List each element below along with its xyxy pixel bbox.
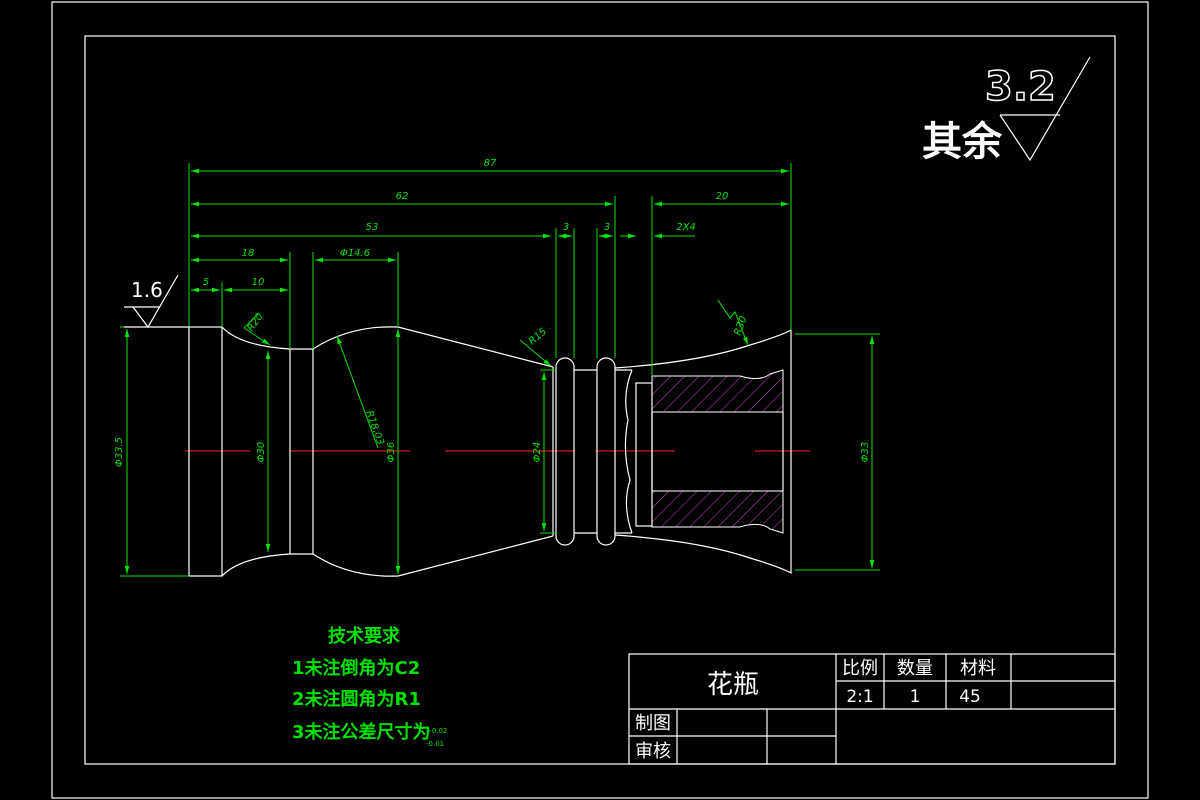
scale-value: 2:1 — [846, 687, 873, 707]
dim-overall: 87 — [484, 158, 497, 169]
radius-leaders: R20 R15 R30 R18.03 — [243, 299, 750, 449]
dim-18: 18 — [242, 248, 255, 259]
tech-item-1: 1未注倒角为C2 — [292, 657, 420, 679]
dim-r15: R15 — [527, 326, 549, 347]
finish-3-2: 3.2 — [985, 64, 1056, 110]
part-name: 花瓶 — [707, 670, 759, 700]
technical-requirements: 技术要求 1未注倒角为C2 2未注圆角为R1 3未注公差尺寸为 +0.02 -0… — [292, 625, 447, 748]
tol-lower: -0.01 — [426, 740, 444, 748]
dim-dia-33-5: Φ33.5 — [114, 437, 125, 467]
dim-dia-36: Φ36 — [386, 442, 397, 463]
dim-53: 53 — [366, 222, 379, 233]
dim-14-6: Φ14.6 — [340, 248, 370, 259]
dim-r18-03: R18.03 — [363, 409, 386, 446]
dim-10: 10 — [252, 277, 265, 288]
part-outline — [188, 326, 792, 577]
tech-item-2: 2未注圆角为R1 — [292, 688, 421, 710]
dim-chamfer: 2X4 — [676, 222, 696, 233]
scale-label: 比例 — [842, 658, 878, 679]
dim-5: 5 — [203, 277, 209, 288]
bore-section — [635, 369, 784, 534]
tech-title: 技术要求 — [328, 625, 401, 647]
dim-r30: R30 — [732, 315, 749, 337]
surface-finish-other: 3.2 其余 — [922, 56, 1091, 165]
material-label: 材料 — [960, 658, 996, 679]
qty-label: 数量 — [897, 658, 933, 679]
dim-20: 20 — [716, 191, 729, 202]
finish-other-label: 其余 — [922, 119, 1003, 165]
finish-1-6: 1.6 — [131, 278, 163, 302]
material-value: 45 — [959, 687, 981, 707]
dim-r20: R20 — [245, 311, 265, 333]
dim-dia-33: Φ33 — [860, 442, 871, 463]
dim-dia-30: Φ30 — [256, 442, 267, 463]
checked-label: 审核 — [635, 741, 671, 762]
dim-3b: 3 — [604, 222, 610, 233]
title-block: 花瓶 比例 数量 材料 2:1 1 45 制图 审核 — [628, 653, 1116, 765]
dim-62: 62 — [396, 191, 409, 202]
qty-value: 1 — [910, 687, 921, 707]
surface-finish-face: 1.6 — [124, 274, 189, 329]
diameter-dimensions: Φ33.5 Φ30 Φ36 Φ24 Φ33 — [114, 326, 880, 577]
outer-border — [51, 1, 1149, 799]
inner-border — [84, 35, 1116, 765]
dim-3a: 3 — [563, 222, 569, 233]
tol-upper: +0.02 — [426, 727, 447, 735]
horizontal-dimensions: 87 62 20 53 3 3 2X4 18 Φ14.6 5 10 — [188, 158, 792, 376]
tech-item-3: 3未注公差尺寸为 — [292, 721, 431, 743]
dim-dia-24: Φ24 — [532, 442, 543, 463]
drawn-label: 制图 — [635, 713, 671, 734]
